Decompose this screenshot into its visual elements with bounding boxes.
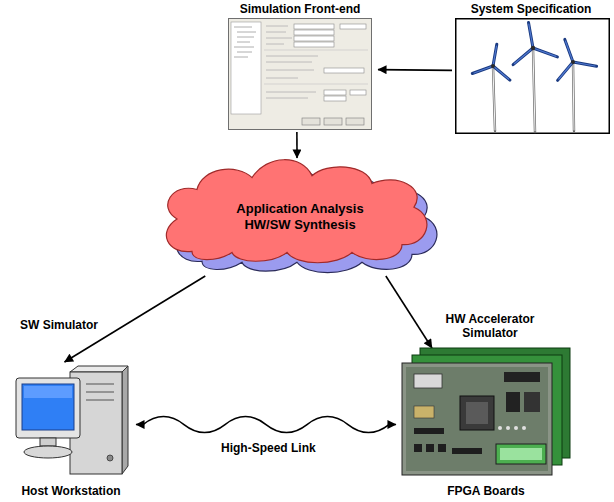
fpga-node: FPGA Boards bbox=[396, 348, 576, 498]
node-label: FPGA Boards bbox=[447, 484, 525, 498]
cloud-node: Application Analysis HW/SW Synthesis bbox=[152, 158, 448, 276]
arrow-connector bbox=[378, 69, 452, 71]
arrow-connector bbox=[296, 132, 298, 158]
edge-label-box: SW Simulator bbox=[18, 318, 100, 332]
node-label: Host Workstation bbox=[21, 484, 120, 498]
specification-node: System Specification bbox=[452, 2, 610, 136]
workstation-node: Host Workstation bbox=[6, 362, 136, 498]
edge-label-box: HW Accelerator Simulator bbox=[440, 312, 540, 341]
wind-turbine-picture bbox=[455, 18, 610, 134]
node-label: System Specification bbox=[471, 2, 592, 16]
wavy-link bbox=[136, 417, 396, 433]
edge-label: HW Accelerator Simulator bbox=[440, 312, 540, 341]
node-label: Application Analysis HW/SW Synthesis bbox=[218, 201, 383, 232]
arrow-connector bbox=[386, 276, 432, 348]
fpga-boards-picture bbox=[400, 348, 572, 478]
workstation-icon bbox=[12, 362, 130, 480]
edge-label: High-Speed Link bbox=[219, 441, 318, 455]
node-label: Simulation Front-end bbox=[240, 2, 361, 16]
edge-label: SW Simulator bbox=[18, 318, 100, 332]
software-screenshot bbox=[228, 18, 372, 130]
edge-label-box: High-Speed Link bbox=[219, 441, 318, 455]
screenshot-node: Simulation Front-end bbox=[222, 2, 378, 132]
